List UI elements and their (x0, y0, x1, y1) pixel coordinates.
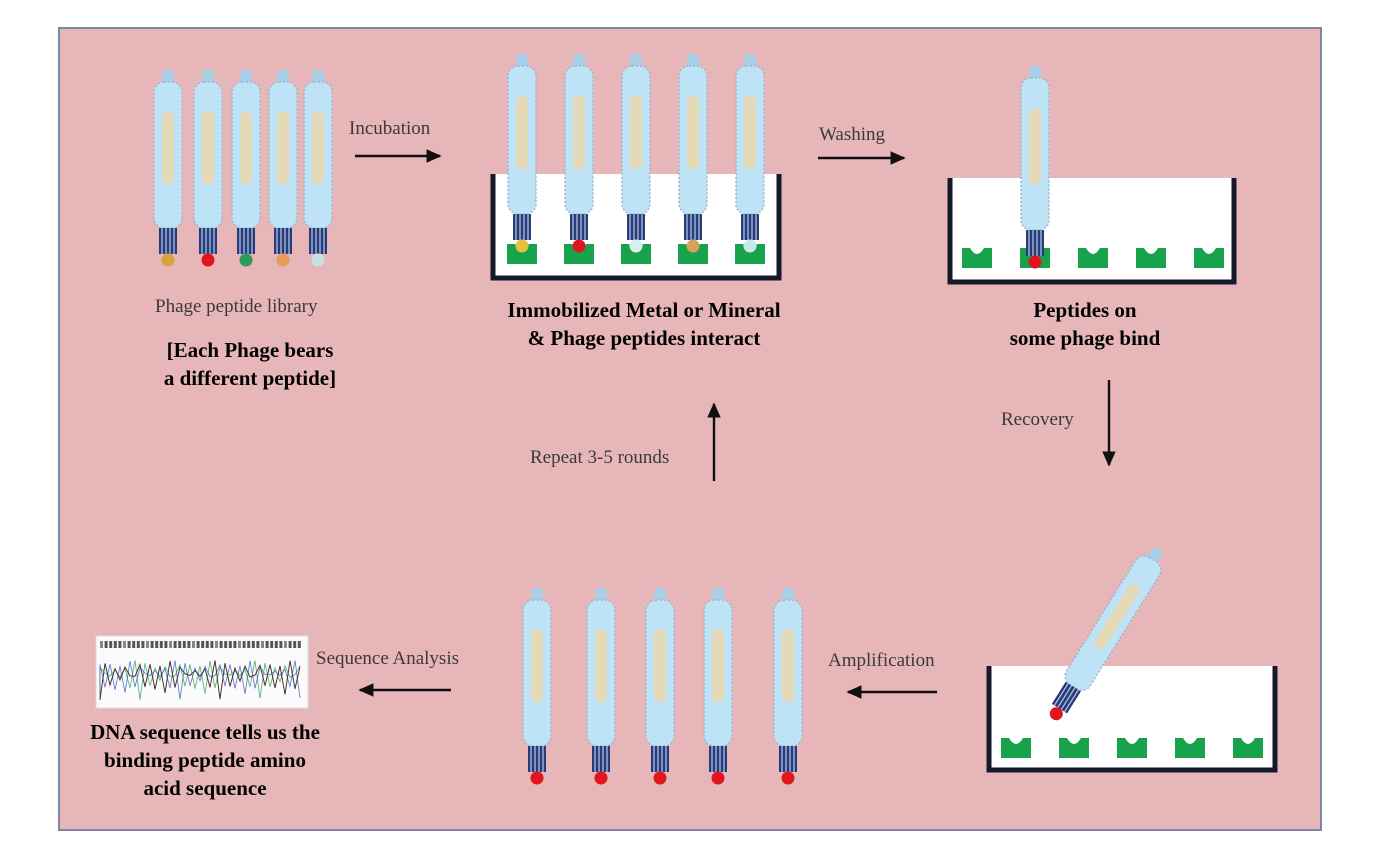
library-note-caption: [Each Phage bears a different peptide] (163, 338, 337, 390)
peptide-tip (743, 239, 757, 253)
tray-icon (947, 178, 1237, 285)
binding-site (1078, 248, 1108, 268)
peptide-tip (629, 239, 643, 253)
binding-site (735, 244, 765, 264)
phage-icon (268, 70, 298, 267)
phage-icon (678, 54, 708, 253)
peptide-tip (572, 239, 586, 253)
phage-icon (586, 588, 616, 785)
phage-icon (621, 54, 651, 253)
phage-icon (703, 588, 733, 785)
binding-site (621, 244, 651, 264)
binding-site (1117, 738, 1147, 758)
peptide-tip (1049, 707, 1063, 721)
step-amplification-label: Amplification (828, 650, 935, 671)
peptide-tip (161, 253, 175, 267)
peptide-tip (594, 771, 608, 785)
phage-icon (507, 54, 537, 253)
step-washing-label: Washing (819, 124, 886, 145)
phage-icon (303, 70, 333, 267)
binding-site (1233, 738, 1263, 758)
dna-caption: DNA sequence tells us the binding peptid… (90, 720, 320, 800)
phage-icon (153, 70, 183, 267)
phage-icon (1020, 66, 1050, 269)
binding-site (564, 244, 594, 264)
phage-icon (1049, 547, 1163, 721)
phage-icon (735, 54, 765, 253)
peptide-tip (1028, 255, 1042, 269)
phage-icon (645, 588, 675, 785)
step-sequence-analysis-label: Sequence Analysis (316, 648, 460, 669)
binding-site (507, 244, 537, 264)
peptide-tip (515, 239, 529, 253)
binding-site (962, 248, 992, 268)
bind-caption: Peptides on some phage bind (1009, 298, 1161, 350)
peptide-tip (311, 253, 325, 267)
peptide-tip (781, 771, 795, 785)
peptide-tip (653, 771, 667, 785)
phage-icon (773, 588, 803, 785)
tray-icon (986, 666, 1278, 773)
phage-icon (522, 588, 552, 785)
binding-site (1136, 248, 1166, 268)
binding-site (1001, 738, 1031, 758)
binding-site (678, 244, 708, 264)
interact-caption: Immobilized Metal or Mineral & Phage pep… (507, 298, 781, 350)
binding-site (1059, 738, 1089, 758)
binding-site (1175, 738, 1205, 758)
peptide-tip (686, 239, 700, 253)
phage-icon (231, 70, 261, 267)
phage-icon (193, 70, 223, 267)
phage-icon (564, 54, 594, 253)
step-recovery-label: Recovery (1001, 409, 1074, 430)
sequence-chromatogram-image (95, 635, 309, 709)
peptide-tip (276, 253, 290, 267)
step-repeat-label: Repeat 3-5 rounds (530, 447, 670, 468)
peptide-tip (711, 771, 725, 785)
library-caption: Phage peptide library (155, 296, 318, 317)
step-incubation-label: Incubation (349, 118, 431, 139)
binding-site (1194, 248, 1224, 268)
peptide-tip (239, 253, 253, 267)
peptide-tip (201, 253, 215, 267)
peptide-tip (530, 771, 544, 785)
